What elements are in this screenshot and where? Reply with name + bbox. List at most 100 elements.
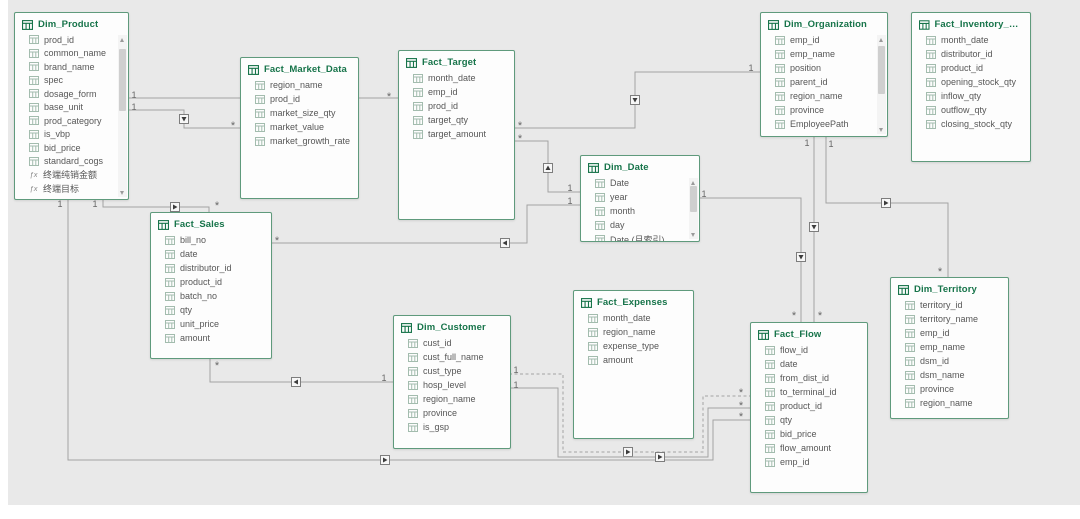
field-row[interactable]: cust_id [408, 336, 510, 350]
field-row[interactable]: qty [765, 413, 867, 427]
field-row[interactable]: month_date [926, 33, 1030, 47]
field-row[interactable]: product_id [765, 399, 867, 413]
scroll-down-icon[interactable] [689, 230, 698, 239]
field-row[interactable]: prod_id [29, 33, 128, 47]
field-row[interactable]: dsm_id [905, 354, 1008, 368]
table-card-header[interactable]: Dim_Organization [761, 13, 887, 33]
field-row[interactable]: closing_stock_qty [926, 117, 1030, 131]
field-row[interactable]: position [775, 61, 887, 75]
field-row[interactable]: amount [588, 353, 693, 367]
scrollbar-thumb[interactable] [690, 186, 697, 212]
field-row[interactable]: year [595, 190, 699, 204]
relationship-fact-sales-dim-date[interactable]: *1 [270, 196, 580, 248]
field-row[interactable]: unit_price [165, 317, 271, 331]
field-row[interactable]: region_name [775, 89, 887, 103]
field-row[interactable]: product_id [165, 275, 271, 289]
field-row[interactable]: date [165, 247, 271, 261]
field-row[interactable]: date [765, 357, 867, 371]
scroll-up-icon[interactable] [877, 35, 886, 44]
field-row[interactable]: emp_id [775, 33, 887, 47]
table-card-header[interactable]: Fact_Target [399, 51, 514, 71]
table-card-header[interactable]: Fact_Expenses [574, 291, 693, 311]
field-row[interactable]: emp_name [775, 47, 887, 61]
field-row[interactable]: distributor_id [926, 47, 1030, 61]
table-card-header[interactable]: Fact_Sales [151, 213, 271, 233]
relationship-fact-sales-dim-customer[interactable]: *1 [209, 357, 393, 387]
field-row[interactable]: inflow_qty [926, 89, 1030, 103]
field-row[interactable]: target_amount [413, 127, 514, 141]
relationship-line[interactable] [698, 197, 802, 322]
field-row[interactable]: batch_no [165, 289, 271, 303]
field-row[interactable]: Date (月索引) [595, 232, 699, 241]
field-row[interactable]: standard_cogs [29, 155, 128, 169]
relationship-dim-product-fact-flow[interactable]: 1* [57, 198, 750, 465]
field-row[interactable]: emp_id [905, 326, 1008, 340]
field-row[interactable]: from_dist_id [765, 371, 867, 385]
field-row[interactable]: outflow_qty [926, 103, 1030, 117]
field-row[interactable]: hosp_level [408, 378, 510, 392]
field-row[interactable]: opening_stock_qty [926, 75, 1030, 89]
field-row[interactable]: territory_id [905, 298, 1008, 312]
field-row[interactable]: distributor_id [165, 261, 271, 275]
field-row[interactable]: brand_name [29, 60, 128, 74]
field-row[interactable]: emp_id [413, 85, 514, 99]
field-row[interactable]: province [775, 103, 887, 117]
relationship-dim-date-fact-flow[interactable]: 1* [698, 189, 806, 322]
field-row[interactable]: region_name [408, 392, 510, 406]
field-row[interactable]: Date [595, 176, 699, 190]
field-row[interactable]: emp_id [765, 455, 867, 469]
field-row[interactable]: prod_id [413, 99, 514, 113]
field-row[interactable]: province [905, 382, 1008, 396]
relationship-dim-product-fact-sales[interactable]: 1* [92, 198, 220, 212]
table-card-header[interactable]: Fact_Inventory_St… [912, 13, 1030, 33]
card-scrollbar[interactable] [877, 35, 886, 134]
relationship-line[interactable] [67, 198, 750, 461]
field-row[interactable]: flow_amount [765, 441, 867, 455]
field-row[interactable]: is_vbp [29, 128, 128, 142]
relationship-line[interactable] [102, 198, 210, 212]
field-row[interactable]: product_id [926, 61, 1030, 75]
field-row[interactable]: month_date [413, 71, 514, 85]
field-row[interactable]: bid_price [765, 427, 867, 441]
field-row[interactable]: parent_id [775, 75, 887, 89]
relationship-line[interactable] [509, 387, 750, 458]
scroll-up-icon[interactable] [118, 35, 127, 44]
field-row[interactable]: to_terminal_id [765, 385, 867, 399]
scrollbar-thumb[interactable] [119, 49, 126, 111]
field-row[interactable]: region_name [905, 396, 1008, 410]
table-card-header[interactable]: Fact_Flow [751, 323, 867, 343]
field-row[interactable]: prod_category [29, 114, 128, 128]
field-row[interactable]: EmployeePath [775, 117, 887, 131]
scroll-down-icon[interactable] [877, 125, 886, 134]
field-row[interactable]: month_date [588, 311, 693, 325]
relationship-dim-customer-fact-flow[interactable]: 1* [509, 380, 750, 462]
field-row[interactable]: dsm_name [905, 368, 1008, 382]
scroll-up-icon[interactable] [689, 178, 698, 187]
scroll-down-icon[interactable] [118, 188, 127, 197]
table-card-header[interactable]: Dim_Territory [891, 278, 1008, 298]
table-card-header[interactable]: Dim_Date [581, 156, 699, 176]
relationship-fact-target-dim-date[interactable]: *1 [513, 133, 580, 193]
relationship-dim-organization-dim-territory[interactable]: 1* [825, 135, 949, 278]
field-row[interactable]: region_name [255, 78, 358, 92]
field-row[interactable]: amount [165, 331, 271, 345]
card-scrollbar[interactable] [118, 35, 127, 197]
field-row[interactable]: target_qty [413, 113, 514, 127]
field-row[interactable]: prod_id [255, 92, 358, 106]
field-row[interactable]: flow_id [765, 343, 867, 357]
field-row[interactable]: market_growth_rate [255, 134, 358, 148]
field-row[interactable]: day [595, 218, 699, 232]
relationship-fact-target-dim-organization[interactable]: *1 [513, 63, 760, 132]
field-row[interactable]: common_name [29, 47, 128, 61]
field-row[interactable]: is_gsp [408, 420, 510, 434]
relationship-line[interactable] [270, 204, 580, 244]
